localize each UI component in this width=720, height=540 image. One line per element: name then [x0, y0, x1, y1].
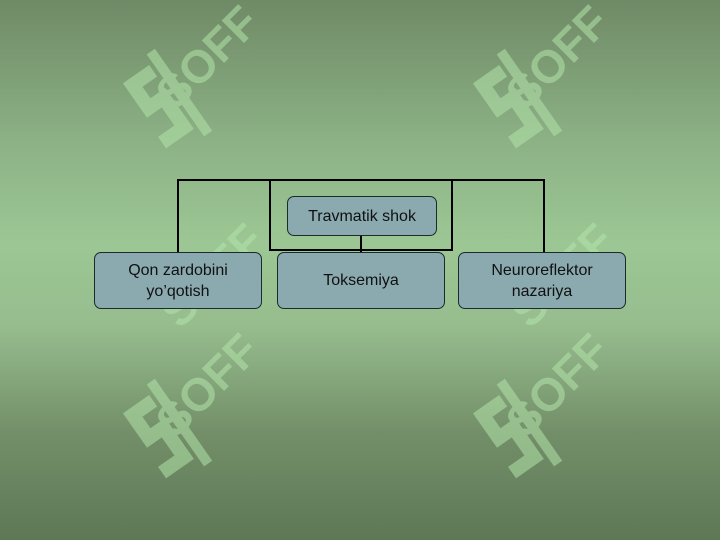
child-node-label: Qon zardobini yo’qotish: [128, 261, 228, 300]
child-node-neuroreflektor: Neuroreflektor nazariya: [458, 252, 626, 309]
child-node-toksemiya: Toksemiya: [277, 252, 445, 309]
child-node-qon-zardobini: Qon zardobini yo’qotish: [94, 252, 262, 309]
connector-frame: [177, 179, 545, 252]
root-node: Travmatik shok: [287, 196, 437, 236]
child-node-label: Neuroreflektor nazariya: [491, 261, 593, 300]
root-node-label: Travmatik shok: [308, 207, 416, 225]
child-node-label: Toksemiya: [323, 272, 399, 289]
